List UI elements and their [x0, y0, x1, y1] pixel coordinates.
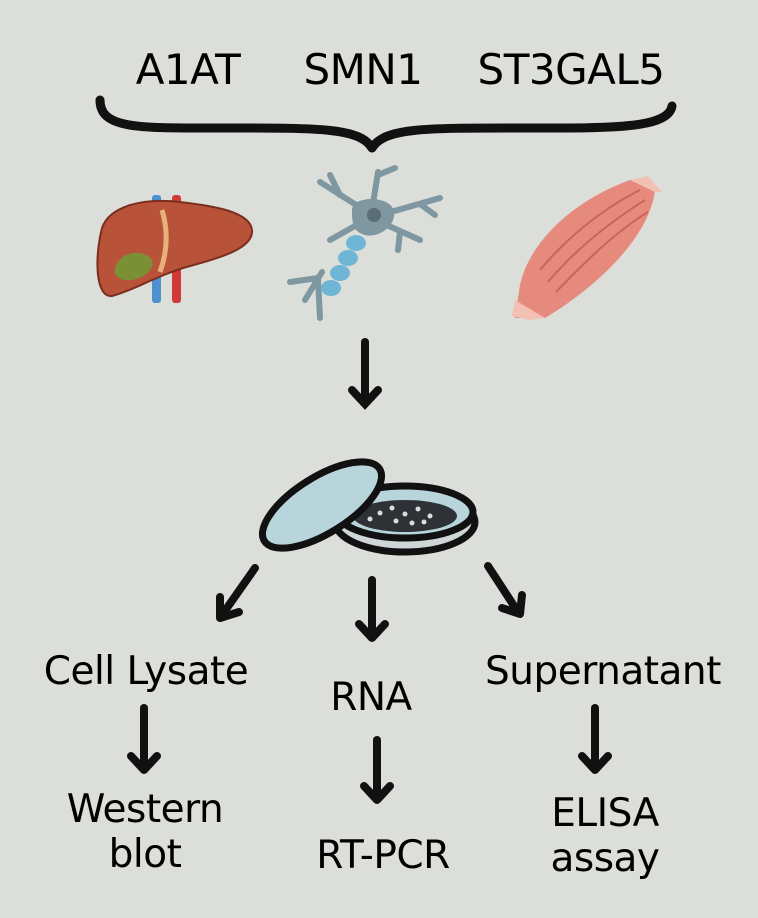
liver-icon — [96, 195, 254, 303]
arrow-left-branch — [216, 564, 259, 622]
branch-label-rna: RNA — [330, 675, 412, 720]
petri-dish-icon — [258, 458, 479, 556]
neuron-icon — [287, 165, 443, 321]
gene-label-smn1: SMN1 — [303, 45, 423, 94]
result-western-blot-line2: blot — [108, 831, 182, 877]
result-rt-pcr: RT-PCR — [316, 833, 450, 878]
result-western-blot-line1: Western — [66, 787, 224, 832]
arrow-to-dish — [348, 338, 382, 410]
arrow-cell-lysate-to-western-blot — [127, 704, 161, 774]
result-elisa-assay: ELISA assay — [520, 791, 690, 882]
branch-label-supernatant: Supernatant — [485, 649, 721, 694]
arrow-middle-branch — [355, 576, 389, 642]
arrow-right-branch — [484, 562, 526, 618]
result-elisa-line1: ELISA — [551, 791, 659, 836]
curly-brace — [95, 95, 677, 153]
branch-label-cell-lysate: Cell Lysate — [43, 649, 249, 694]
muscle-icon — [512, 176, 662, 320]
arrow-rna-to-rt-pcr — [360, 736, 394, 804]
result-elisa-line2: assay — [550, 835, 660, 881]
gene-label-a1at: A1AT — [135, 45, 241, 94]
arrow-supernatant-to-elisa — [578, 704, 612, 774]
gene-label-st3gal5: ST3GAL5 — [477, 45, 665, 94]
result-western-blot: Western blot — [50, 787, 240, 878]
